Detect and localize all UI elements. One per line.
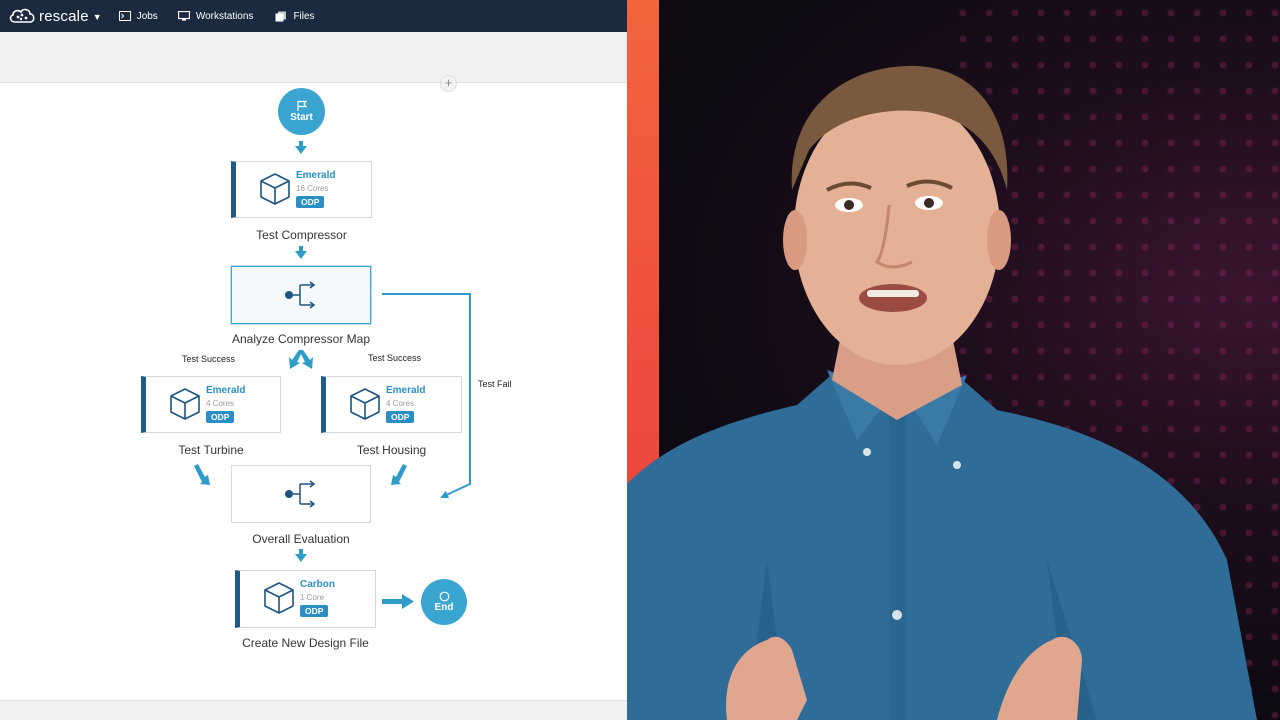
start-label: Start <box>290 112 313 123</box>
decision-label-overall-evaluation: Overall Evaluation <box>252 532 350 546</box>
terminal-icon <box>118 11 131 21</box>
decision-card-overall-evaluation[interactable] <box>231 465 371 523</box>
job-label-test-turbine: Test Turbine <box>178 443 244 457</box>
workflow-toolbar <box>0 32 627 83</box>
test-fail-connector <box>382 293 471 499</box>
circle-icon <box>439 591 449 602</box>
odp-badge: ODP <box>296 196 325 208</box>
presenter-face <box>794 95 1000 365</box>
job-card-test-compressor[interactable]: Emerald 16 Cores ODP <box>231 161 372 218</box>
core-type: Emerald <box>386 385 426 396</box>
cube-icon <box>350 388 380 420</box>
decision-label-analyze-compressor-map: Analyze Compressor Map <box>231 332 371 346</box>
job-label-test-compressor: Test Compressor <box>256 228 347 242</box>
rescale-cloud-logo-icon <box>9 8 35 23</box>
nav-workstations[interactable]: Workstations <box>177 0 254 32</box>
branch-label-test-fail: Test Fail <box>478 379 512 389</box>
end-node[interactable]: End <box>421 579 467 625</box>
start-node[interactable]: Start <box>278 88 325 135</box>
job-card-test-turbine[interactable]: Emerald 4 Cores ODP <box>141 376 281 433</box>
nav-files[interactable]: Files <box>275 0 315 32</box>
job-card-create-new-design-file[interactable]: Carbon 1 Core ODP <box>235 570 376 628</box>
branch-icon <box>285 480 316 508</box>
core-type: Carbon <box>300 579 335 590</box>
flag-icon <box>296 100 307 111</box>
core-count: 16 Cores <box>296 184 329 193</box>
odp-badge: ODP <box>386 411 415 423</box>
odp-badge: ODP <box>300 605 329 617</box>
presenter-video <box>627 0 1280 720</box>
core-count: 4 Cores <box>206 399 235 408</box>
brand-menu[interactable]: rescale ▼ <box>8 0 102 32</box>
add-step-button[interactable]: + <box>440 75 457 92</box>
brand-name: rescale <box>39 7 89 25</box>
presenter-left-hand <box>726 636 807 720</box>
files-icon <box>275 11 287 21</box>
core-type: Emerald <box>206 385 246 396</box>
core-count: 4 Cores <box>386 399 415 408</box>
cube-icon <box>170 388 200 420</box>
core-count: 1 Core <box>300 593 325 602</box>
nav-jobs-label: Jobs <box>136 10 158 22</box>
job-card-test-housing[interactable]: Emerald 4 Cores ODP <box>321 376 462 433</box>
nav-jobs[interactable]: Jobs <box>118 0 158 32</box>
odp-badge: ODP <box>206 411 235 423</box>
end-label: End <box>434 602 454 613</box>
branch-icon <box>285 281 316 309</box>
workflow-connectors <box>194 141 471 609</box>
presenter-figure <box>627 65 1257 720</box>
caret-down-icon: ▼ <box>92 12 102 22</box>
job-label-create-new-design-file: Create New Design File <box>242 636 369 650</box>
top-navigation-bar: rescale ▼ Jobs Workstations Files <box>0 0 627 32</box>
presenter-hair <box>791 65 1008 190</box>
decision-card-analyze-compressor-map[interactable] <box>231 266 371 324</box>
bottom-bar <box>0 700 627 720</box>
monitor-icon <box>177 11 190 21</box>
branch-label-right-success: Test Success <box>368 353 422 363</box>
workflow-app-window: rescale ▼ Jobs Workstations Files <box>0 0 627 720</box>
cube-icon <box>264 582 294 614</box>
presenter-shirt <box>627 370 1257 720</box>
job-label-test-housing: Test Housing <box>356 443 427 457</box>
cube-icon <box>260 173 290 205</box>
branch-label-left-success: Test Success <box>182 354 236 364</box>
flow-arrows <box>194 141 414 609</box>
nav-workstations-label: Workstations <box>195 10 254 22</box>
presenter-right-hand <box>997 636 1082 720</box>
nav-files-label: Files <box>293 10 315 22</box>
core-type: Emerald <box>296 170 336 181</box>
